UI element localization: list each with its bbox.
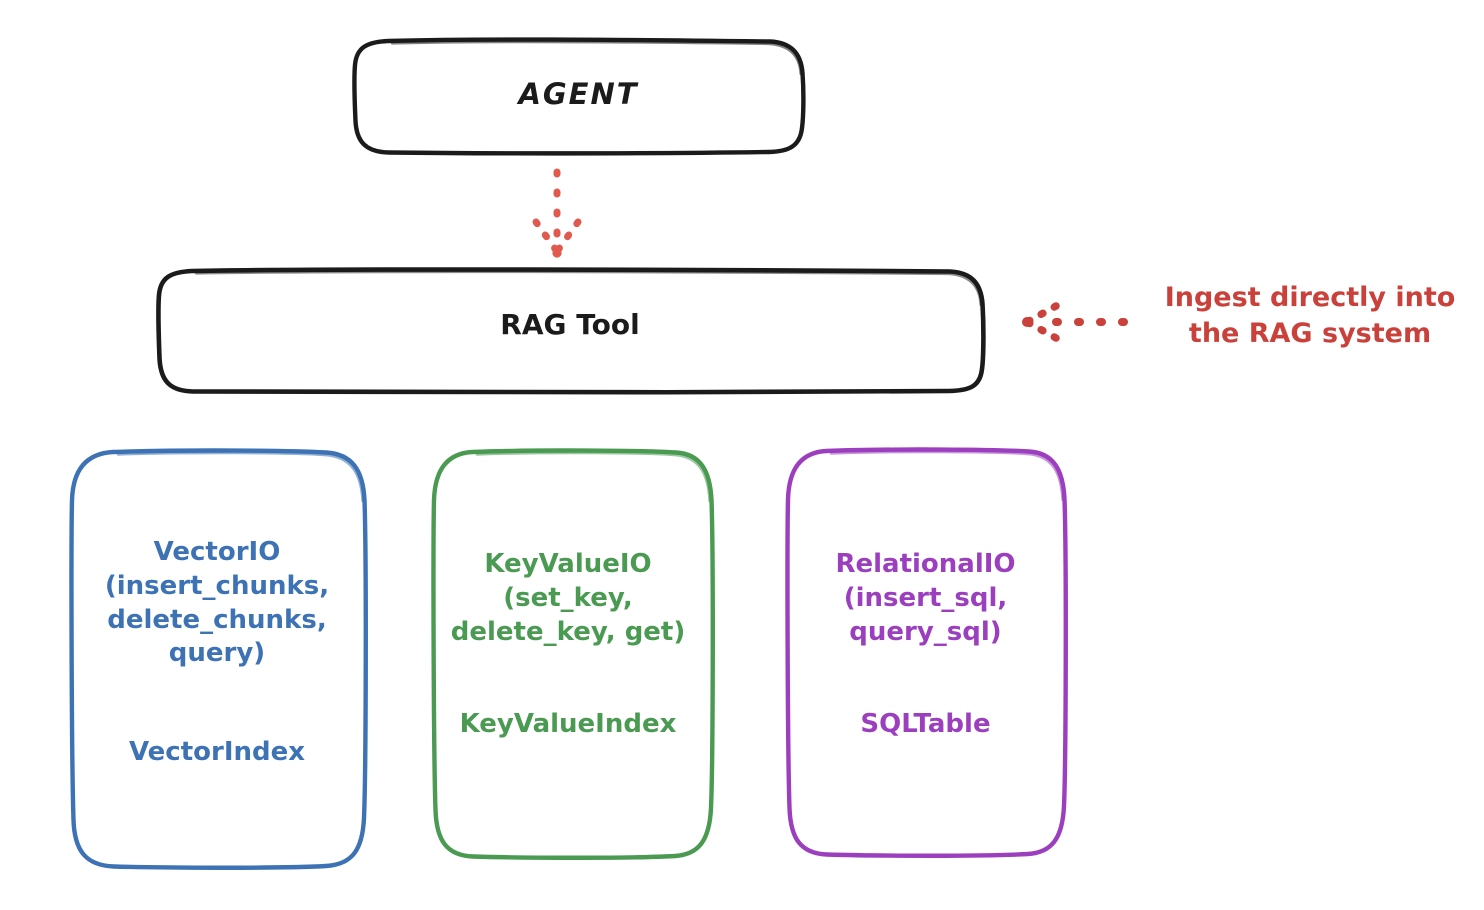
relationalio-node[interactable] [785,447,1068,858]
keyvalueio-node[interactable] [431,448,715,860]
agent-node[interactable] [352,37,806,156]
agent-box-sketch-overlay [390,40,802,76]
rag-tool-box-outline [156,267,986,395]
rag-tool-label: RAG Tool [500,308,640,341]
connector-ingest-arrow [1022,302,1128,342]
vectorio-subtitle: VectorIndex [128,737,306,767]
connector-agent-to-rag [532,168,582,258]
vectorio-title: VectorIO (insert_chunks, delete_chunks, … [104,537,330,669]
vectorio-box-outline [69,448,368,870]
relationalio-title: RelationalIO (insert_sql, query_sql) [835,549,1016,647]
keyvalueio-title: KeyValueIO (set_key, delete_key, get) [450,549,686,647]
relationalio-box-sketch-overlay [829,450,1064,502]
ingest-annotation-label: Ingest directly into the RAG system [1164,282,1456,349]
rag-tool-node[interactable] [156,267,986,395]
agent-box-outline [352,37,806,156]
vectorio-node[interactable] [69,448,368,870]
relationalio-box-outline [785,447,1068,858]
agent-label: AGENT [518,77,639,111]
rag-tool-box-sketch-overlay [194,270,982,307]
keyvalueio-box-outline [431,448,715,860]
relationalio-subtitle: SQLTable [860,709,991,739]
vectorio-box-sketch-overlay [116,451,364,503]
keyvalueio-subtitle: KeyValueIndex [459,709,677,739]
keyvalueio-box-sketch-overlay [475,451,711,503]
